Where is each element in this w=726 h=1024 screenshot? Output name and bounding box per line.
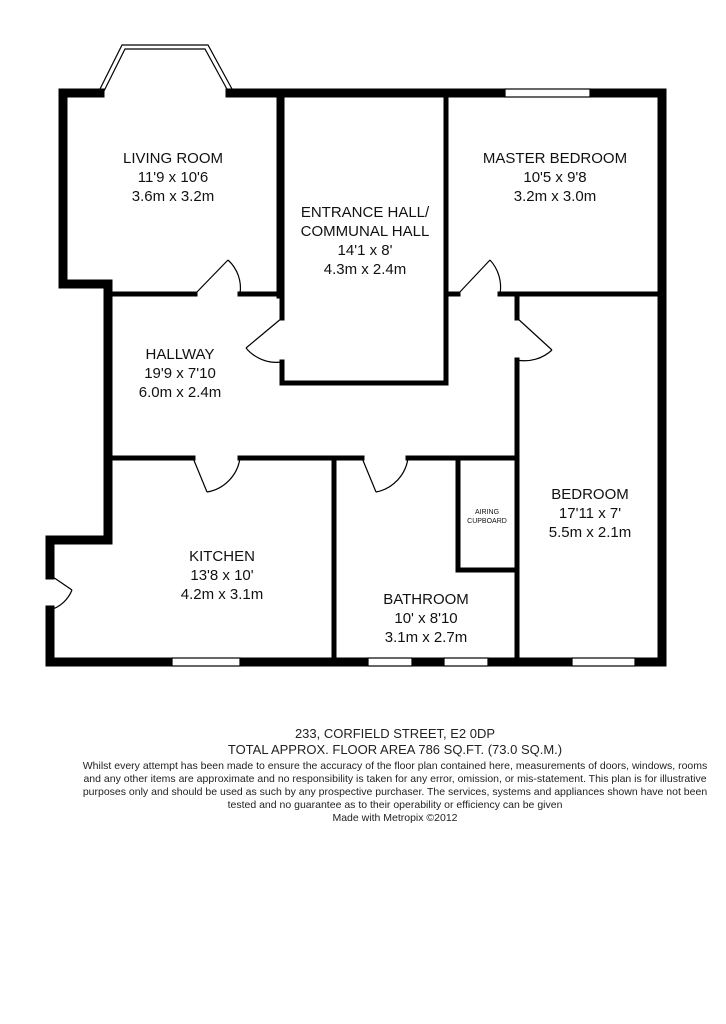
- total-floor-area: TOTAL APPROX. FLOOR AREA 786 SQ.FT. (73.…: [227, 742, 563, 757]
- master-bedroom-imperial: 10'5 x 9'8: [523, 169, 586, 186]
- plan-footer: 233, CORFIELD STREET, E2 0DP TOTAL APPRO…: [80, 726, 710, 825]
- kitchen-name: KITCHEN: [189, 548, 255, 565]
- door-external: [49, 574, 73, 611]
- kitchen-metric: 4.2m x 3.1m: [181, 586, 264, 603]
- disclaimer-text: Whilst every attempt has been made to en…: [82, 760, 708, 811]
- living-room-metric: 3.6m x 3.2m: [132, 188, 215, 205]
- bay-window: [99, 44, 233, 90]
- entrance-hall-name-1: ENTRANCE HALL/: [301, 204, 430, 221]
- property-address: 233, CORFIELD STREET, E2 0DP: [294, 726, 496, 741]
- hallway-imperial: 19'9 x 7'10: [144, 365, 216, 382]
- entrance-hall-metric: 4.3m x 2.4m: [324, 261, 407, 278]
- room-labels: LIVING ROOM 11'9 x 10'6 3.6m x 3.2m ENTR…: [123, 150, 631, 646]
- windows: [99, 44, 636, 667]
- living-room-name: LIVING ROOM: [123, 150, 223, 167]
- door-entrance: [245, 317, 283, 363]
- master-bedroom-metric: 3.2m x 3.0m: [514, 188, 597, 205]
- bathroom-imperial: 10' x 8'10: [394, 610, 457, 627]
- window-kitchen: [171, 657, 241, 667]
- bathroom-metric: 3.1m x 2.7m: [385, 629, 468, 646]
- bedroom-metric: 5.5m x 2.1m: [549, 524, 632, 541]
- hallway-metric: 6.0m x 2.4m: [139, 384, 222, 401]
- door-kitchen: [192, 457, 241, 493]
- window-bath-1: [367, 657, 413, 667]
- window-master: [504, 88, 591, 98]
- entrance-hall-imperial: 14'1 x 8': [338, 242, 393, 259]
- kitchen-imperial: 13'8 x 10': [190, 567, 253, 584]
- window-bedroom: [571, 657, 636, 667]
- bathroom-name: BATHROOM: [383, 591, 469, 608]
- entrance-hall-name-2: COMMUNAL HALL: [301, 223, 430, 240]
- walls: [45, 88, 667, 667]
- bedroom-name: BEDROOM: [551, 486, 629, 503]
- bedroom-imperial: 17'11 x 7': [559, 505, 621, 522]
- door-bedroom: [516, 317, 553, 362]
- hallway-name: HALLWAY: [146, 346, 215, 363]
- window-bath-2: [443, 657, 489, 667]
- bay-window-inner: [103, 48, 229, 92]
- airing-cupboard-label-2: CUPBOARD: [467, 518, 507, 525]
- door-bathroom: [361, 457, 409, 493]
- floor-plan: LIVING ROOM 11'9 x 10'6 3.6m x 3.2m ENTR…: [45, 44, 667, 667]
- door-living: [194, 259, 242, 295]
- master-bedroom-name: MASTER BEDROOM: [483, 150, 627, 167]
- doors: [49, 259, 553, 611]
- door-master: [457, 259, 502, 295]
- made-with-credit: Made with Metropix ©2012: [332, 812, 458, 824]
- airing-cupboard-label-1: AIRING: [475, 509, 499, 516]
- living-room-imperial: 11'9 x 10'6: [138, 169, 209, 186]
